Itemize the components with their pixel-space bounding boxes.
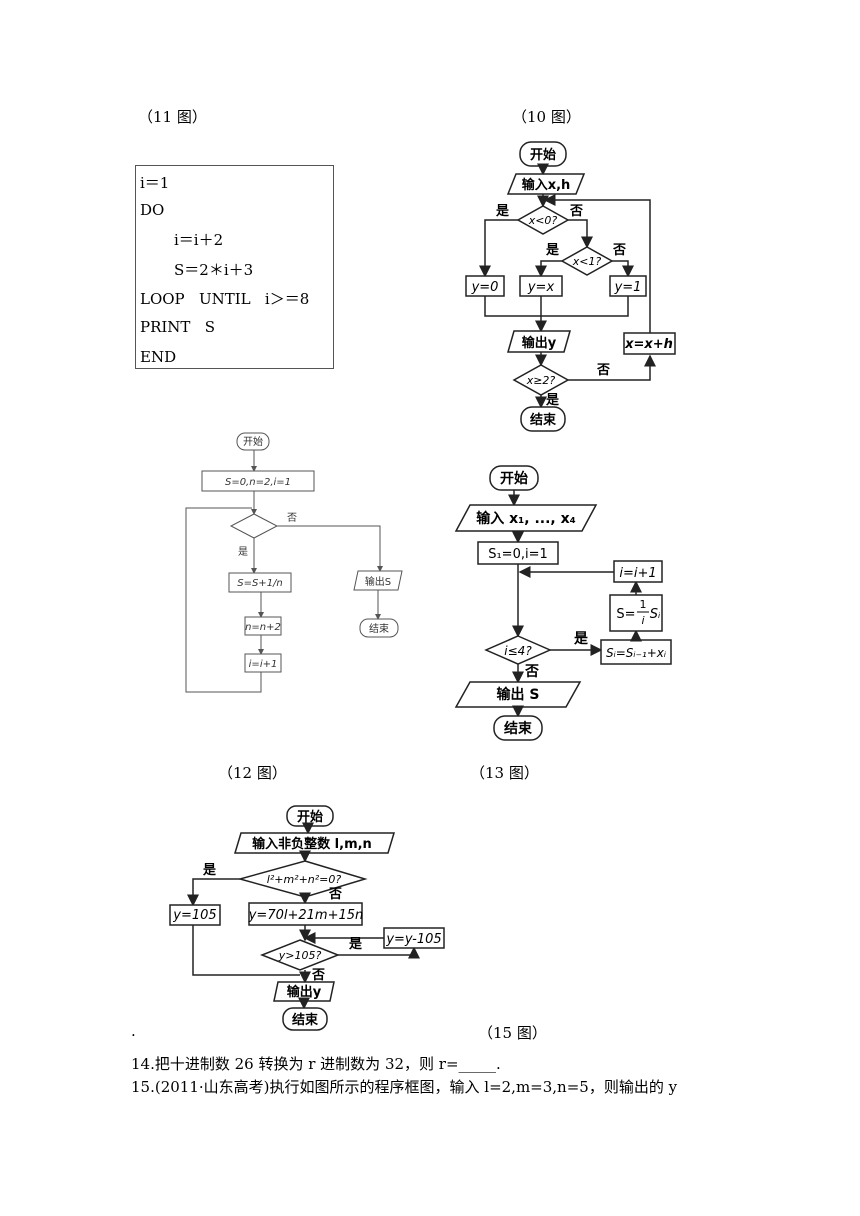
fig13-sum-text: Sᵢ=Sᵢ₋₁+xᵢ bbox=[606, 646, 666, 660]
fig10-yes2-label: 是 bbox=[545, 243, 560, 258]
fig15-cond2-text: y>105? bbox=[278, 949, 322, 962]
fig15-no1-label: 否 bbox=[328, 887, 342, 902]
fig13-output-text: 输出 S bbox=[497, 686, 540, 703]
code-line: i＝i＋2 bbox=[174, 231, 224, 249]
fig10-input-text: 输入x,h bbox=[522, 177, 571, 193]
fig10-cond1-text: x<0? bbox=[528, 214, 558, 227]
fig15-input-text: 输入非负整数 l,m,n bbox=[252, 836, 372, 852]
flowchart-fig12: 开始 S=0,n=2,i=1 否 是 S=S+1/n 输出S 结束 n=n+2 … bbox=[185, 432, 403, 693]
fig15-start-text: 开始 bbox=[297, 809, 323, 825]
fig13-yes-label: 是 bbox=[574, 631, 589, 647]
fig13-cond-text: i≤4? bbox=[504, 644, 532, 658]
fig10-no1-label: 否 bbox=[569, 204, 583, 219]
fig15-ysub-text: y=y-105 bbox=[385, 932, 441, 947]
question-15: 15.(2011·山东高考)执行如图所示的程序框图，输入 l=2,m=3,n=5… bbox=[131, 1078, 678, 1096]
fig10-end-text: 结束 bbox=[530, 412, 557, 428]
fig13-assign-left: S= bbox=[616, 607, 635, 622]
fig12-init-text: S=0,n=2,i=1 bbox=[225, 477, 291, 488]
program-box-fig11: i＝1 DO i＝i＋2 S＝2＊i＋3 LOOP UNTIL i＞＝8 PRI… bbox=[135, 165, 334, 369]
code-line: LOOP UNTIL i＞＝8 bbox=[140, 290, 310, 308]
fig13-input-text: 输入 x₁, ..., x₄ bbox=[476, 510, 576, 527]
fig12-step1-text: S=S+1/n bbox=[237, 578, 283, 589]
fig15-output-text: 输出y bbox=[287, 984, 322, 1000]
fig12-output-text: 输出S bbox=[365, 575, 391, 588]
fig15-cond1-text: l²+m²+n²=0? bbox=[267, 873, 342, 886]
fig10-no2-label: 否 bbox=[612, 243, 626, 258]
caption-fig10: （10 图） bbox=[512, 108, 581, 126]
fig15-yes1-label: 是 bbox=[202, 863, 217, 878]
fig10-y0-text: y=0 bbox=[471, 280, 499, 295]
code-line: END bbox=[140, 348, 177, 366]
caption-fig12: （12 图） bbox=[218, 764, 287, 782]
fig12-step2-text: n=n+2 bbox=[245, 622, 281, 633]
fig13-frac-num: 1 bbox=[640, 598, 647, 611]
fig10-yes3-label: 是 bbox=[545, 393, 560, 408]
caption-fig15: （15 图） bbox=[478, 1024, 547, 1042]
fig10-yx-text: y=x bbox=[527, 280, 555, 295]
fig10-start-text: 开始 bbox=[530, 147, 556, 163]
fig15-y105-text: y=105 bbox=[172, 908, 216, 923]
fig15-no2-label: 否 bbox=[311, 968, 325, 983]
fig10-output-text: 输出y bbox=[522, 335, 557, 351]
fig15-ycalc-text: y=70l+21m+15n bbox=[248, 908, 364, 923]
fig12-step3-text: i=i+1 bbox=[249, 659, 278, 670]
fig13-assign-right: Sᵢ bbox=[650, 607, 661, 622]
fig13-inc-text: i=i+1 bbox=[619, 566, 656, 581]
fig10-cond3-text: x≥2? bbox=[526, 374, 556, 387]
fig13-no-label: 否 bbox=[524, 664, 539, 680]
code-line: PRINT S bbox=[140, 318, 216, 336]
fig10-no3-label: 否 bbox=[596, 363, 610, 378]
fig12-start-text: 开始 bbox=[243, 435, 263, 448]
fig12-end-text: 结束 bbox=[369, 622, 389, 635]
flowchart-fig13: 开始 输入 x₁, ..., x₄ S₁=0,i=1 i=i+1 S= 1 i … bbox=[454, 465, 672, 741]
flowchart-fig10: 开始 输入x,h x<0? x<1? 是 否 是 否 y=0 y=x y=1 输… bbox=[465, 141, 676, 432]
fig13-init-text: S₁=0,i=1 bbox=[488, 547, 548, 562]
fig10-update-text: x=x+h bbox=[624, 337, 673, 352]
fig15-yes2-label: 是 bbox=[348, 937, 363, 952]
fig13-frac-den: i bbox=[641, 614, 644, 627]
code-line: i＝1 bbox=[140, 174, 170, 192]
trailing-dot: . bbox=[131, 1022, 136, 1040]
caption-fig11: （11 图） bbox=[138, 108, 207, 126]
fig12-yes-label: 是 bbox=[238, 546, 248, 558]
fig10-y1-text: y=1 bbox=[614, 280, 642, 295]
code-line: DO bbox=[140, 201, 165, 219]
question-14: 14.把十进制数 26 转换为 r 进制数为 32，则 r=_____. bbox=[131, 1055, 501, 1073]
fig13-start-text: 开始 bbox=[500, 470, 528, 487]
fig13-end-text: 结束 bbox=[504, 720, 533, 737]
code-line: S＝2＊i＋3 bbox=[174, 261, 254, 279]
fig15-end-text: 结束 bbox=[292, 1012, 319, 1028]
flowchart-fig15: 开始 输入非负整数 l,m,n l²+m²+n²=0? 是 否 y=105 y=… bbox=[169, 805, 445, 1031]
fig10-yes1-label: 是 bbox=[495, 204, 510, 219]
fig12-no-label: 否 bbox=[287, 512, 297, 524]
fig10-cond2-text: x<1? bbox=[572, 255, 602, 268]
caption-fig13: （13 图） bbox=[470, 764, 539, 782]
